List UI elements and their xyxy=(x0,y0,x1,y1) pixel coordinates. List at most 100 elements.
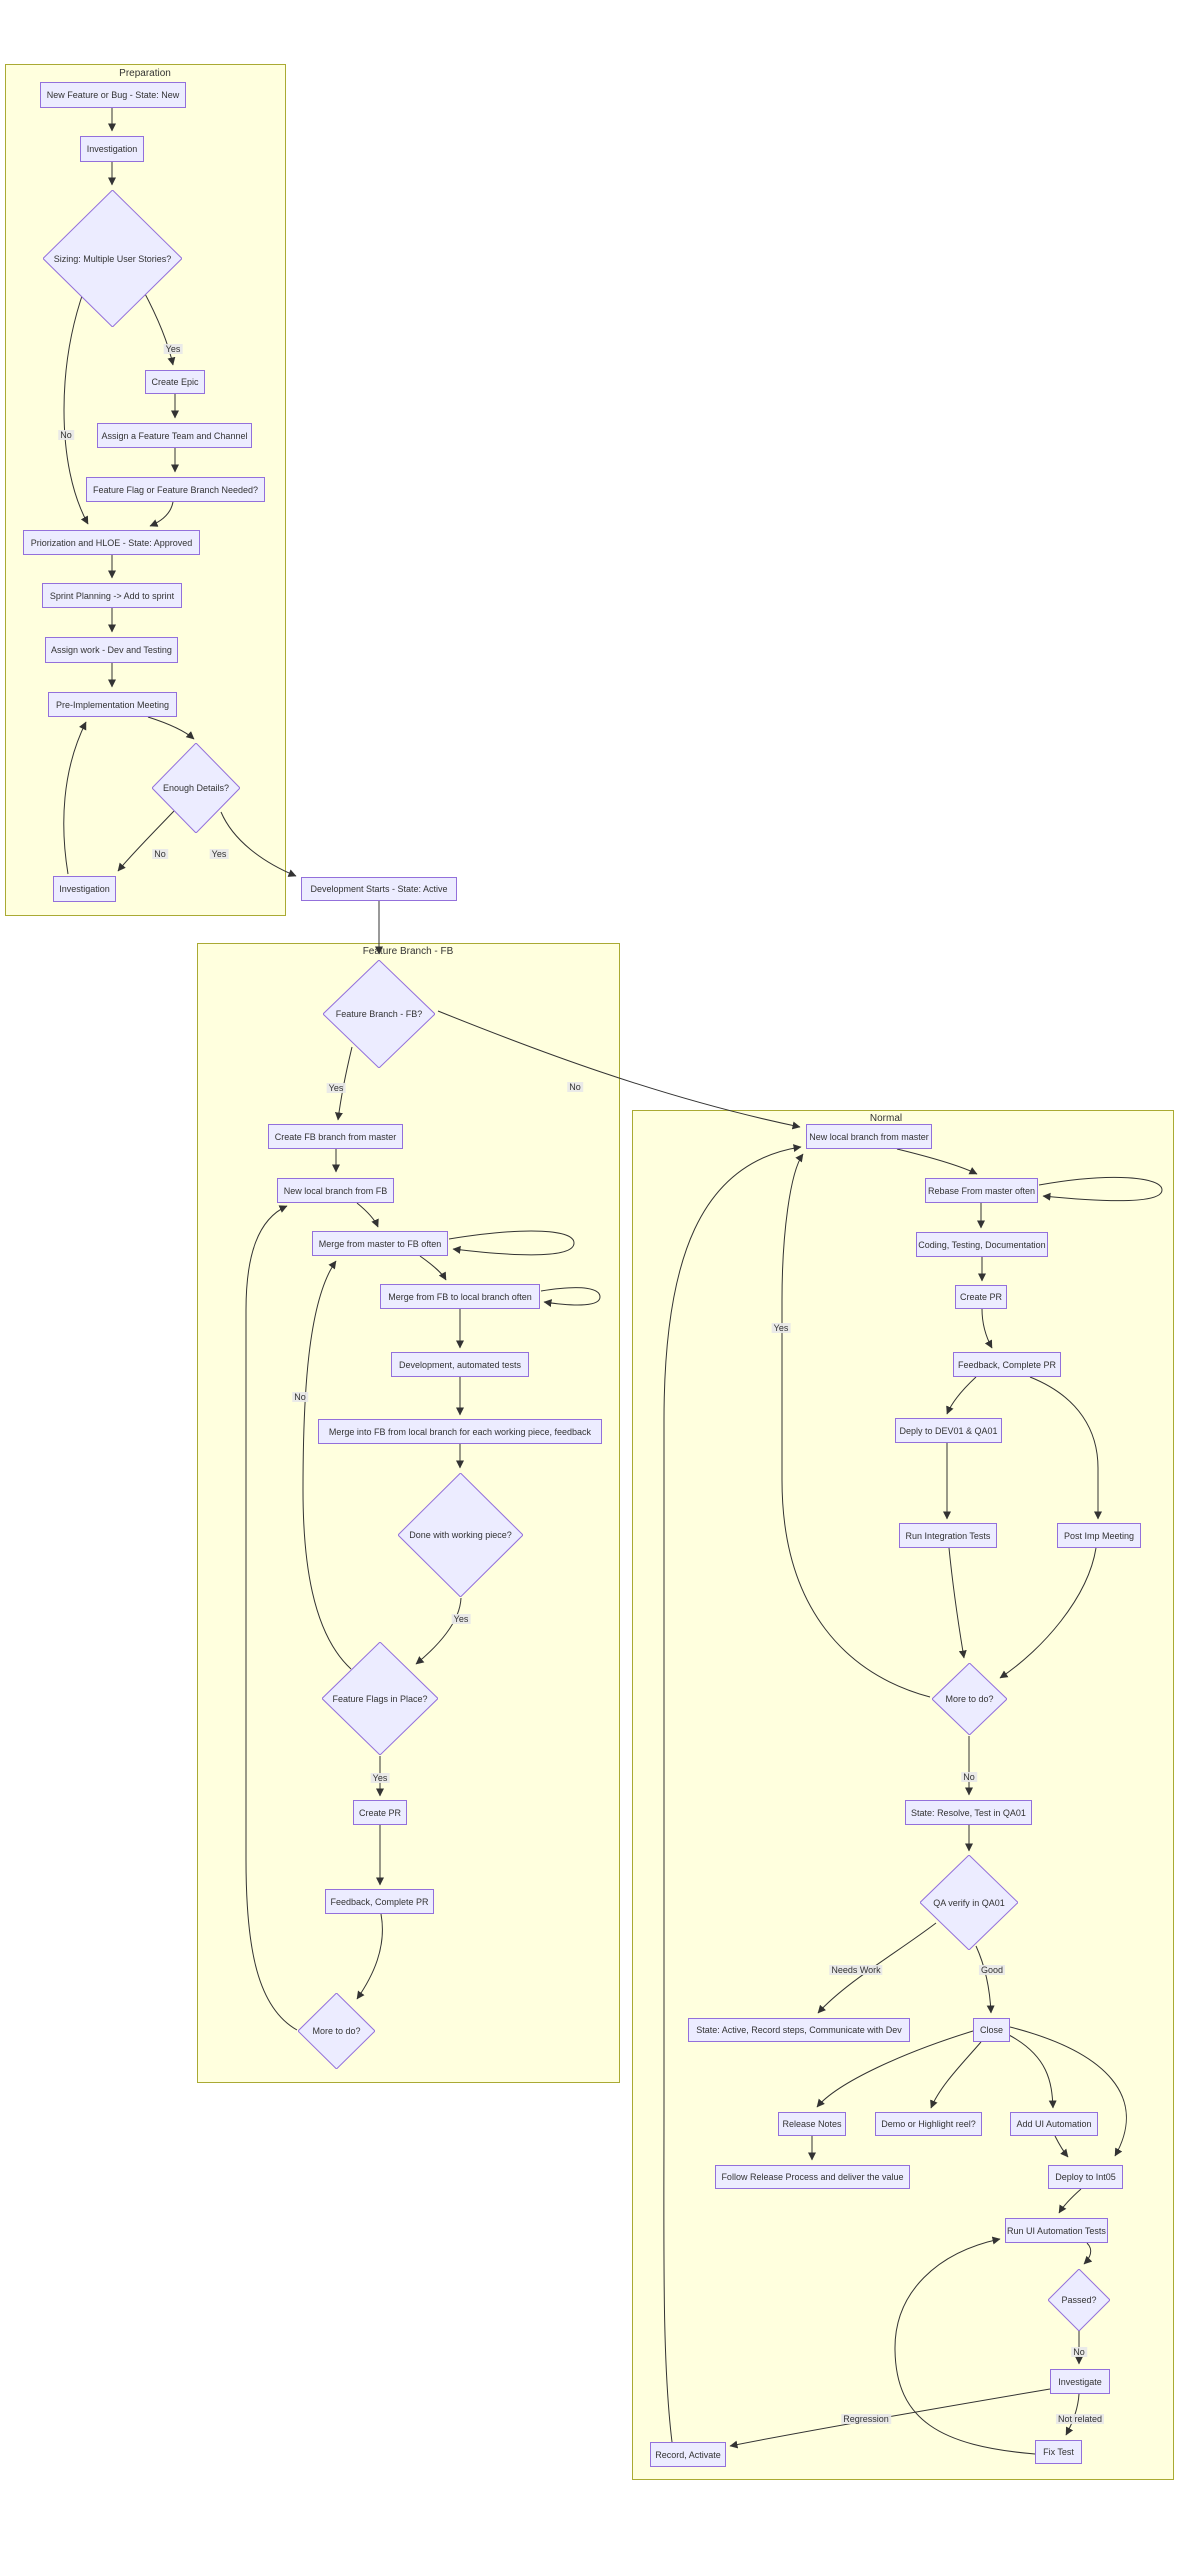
node-label: Run UI Automation Tests xyxy=(1007,2225,1106,2236)
edge-label-done-yes: Yes xyxy=(451,1614,471,1624)
node-label: Deply to DEV01 & QA01 xyxy=(899,1425,998,1436)
node-label: Close xyxy=(979,2025,1003,2035)
node-feature-flags: Feature Flags in Place? xyxy=(322,1642,438,1755)
edge-label-sizing-no: No xyxy=(58,430,74,440)
node-label: QA verify in QA01 xyxy=(933,1897,1005,1908)
node-coding-testing: Coding, Testing, Documentation xyxy=(916,1232,1048,1257)
node-label: Merge into FB from local branch for each… xyxy=(328,1426,592,1437)
edge-label-regression: Regression xyxy=(841,2414,891,2424)
node-label: More to do? xyxy=(312,2026,361,2036)
node-label: Create PR xyxy=(358,1807,402,1818)
node-label: Run Integration Tests xyxy=(905,1530,991,1541)
node-feedback-pr-fb: Feedback, Complete PR xyxy=(325,1889,434,1914)
diamond-shape-icon xyxy=(152,743,240,833)
node-assign-team: Assign a Feature Team and Channel xyxy=(97,423,252,448)
node-done-working: Done with working piece? xyxy=(398,1473,523,1597)
node-label: Follow Release Process and deliver the v… xyxy=(721,2172,904,2182)
node-label: Create FB branch from master xyxy=(274,1131,397,1142)
node-assign-work: Assign work - Dev and Testing xyxy=(45,637,178,663)
node-merge-into-fb: Merge into FB from local branch for each… xyxy=(318,1419,602,1444)
node-qa-verify: QA verify in QA01 xyxy=(920,1855,1018,1950)
edge-label-good: Good xyxy=(978,1965,1006,1975)
diamond-shape-icon xyxy=(298,1993,375,2069)
diamond-shape-icon xyxy=(398,1473,523,1597)
diamond-shape-icon xyxy=(323,960,435,1068)
node-deploy-dev01: Deply to DEV01 & QA01 xyxy=(895,1418,1002,1443)
node-fb-question: Feature Branch - FB? xyxy=(323,960,435,1068)
cluster-normal xyxy=(632,1110,1174,2480)
node-label: Feature Branch - FB? xyxy=(335,1009,423,1019)
cluster-title-feature-branch: Feature Branch - FB xyxy=(362,946,454,957)
edge-label-more-yes: Yes xyxy=(771,1323,791,1333)
edge-label-sizing-yes: Yes xyxy=(163,344,183,354)
node-new-local-master: New local branch from master xyxy=(806,1124,932,1149)
node-label: Enough Details? xyxy=(162,783,230,793)
node-pre-impl: Pre-Implementation Meeting xyxy=(48,692,177,717)
edge-label-flags-yes: Yes xyxy=(370,1773,390,1783)
node-more-to-do-n: More to do? xyxy=(932,1663,1007,1735)
node-label: Investigate xyxy=(1058,2376,1102,2387)
node-dev-auto-tests: Development, automated tests xyxy=(391,1352,529,1377)
cluster-title-preparation: Preparation xyxy=(119,68,171,79)
edge-label-details-no: No xyxy=(152,849,168,859)
node-post-imp: Post Imp Meeting xyxy=(1057,1523,1141,1548)
node-state-active-record: State: Active, Record steps, Communicate… xyxy=(688,2018,910,2042)
node-new-feature: New Feature or Bug - State: New xyxy=(40,82,186,108)
node-new-local-fb: New local branch from FB xyxy=(277,1178,394,1203)
node-investigation-2: Investigation xyxy=(53,876,116,902)
diamond-shape-icon xyxy=(920,1855,1018,1950)
node-label: Pre-Implementation Meeting xyxy=(55,699,170,710)
node-enough-details: Enough Details? xyxy=(152,743,240,833)
node-label: New local branch from master xyxy=(809,1131,929,1142)
node-run-ui-tests: Run UI Automation Tests xyxy=(1005,2218,1108,2243)
node-sizing: Sizing: Multiple User Stories? xyxy=(43,190,182,327)
node-label: Add UI Automation xyxy=(1016,2119,1092,2129)
edge-label-needs-work: Needs Work xyxy=(829,1965,883,1975)
edge-label-not-related: Not related xyxy=(1055,2414,1105,2424)
node-rebase-master: Rebase From master often xyxy=(925,1178,1038,1203)
node-label: Investigation xyxy=(86,144,138,154)
node-label: Post Imp Meeting xyxy=(1063,1530,1135,1541)
node-label: State: Resolve, Test in QA01 xyxy=(911,1807,1026,1818)
node-investigate: Investigate xyxy=(1050,2369,1110,2394)
node-record-activate: Record, Activate xyxy=(650,2442,726,2467)
edge-label-passed-no: No xyxy=(1071,2347,1087,2357)
node-dev-starts: Development Starts - State: Active xyxy=(301,877,457,901)
node-label: Assign a Feature Team and Channel xyxy=(101,430,248,441)
node-label: Passed? xyxy=(1061,2295,1097,2305)
node-create-epic: Create Epic xyxy=(145,370,205,394)
node-label: Investigation xyxy=(59,884,110,894)
node-label: Development Starts - State: Active xyxy=(310,884,448,894)
node-merge-master-fb: Merge from master to FB often xyxy=(312,1231,448,1256)
edge-label-flags-no: No xyxy=(292,1392,308,1402)
node-label: More to do? xyxy=(945,1694,994,1704)
node-add-ui-automation: Add UI Automation xyxy=(1010,2112,1098,2136)
node-deploy-int05: Deploy to Int05 xyxy=(1048,2165,1123,2189)
node-label: Rebase From master often xyxy=(927,1185,1036,1196)
node-label: Done with working piece? xyxy=(409,1530,512,1540)
node-label: Sprint Planning -> Add to sprint xyxy=(49,590,175,601)
node-merge-fb-local: Merge from FB to local branch often xyxy=(380,1284,540,1309)
node-fix-test: Fix Test xyxy=(1035,2440,1082,2464)
node-passed: Passed? xyxy=(1048,2269,1110,2331)
node-close: Close xyxy=(973,2018,1010,2042)
node-label: Fix Test xyxy=(1043,2447,1074,2457)
node-label: New Feature or Bug - State: New xyxy=(46,90,180,100)
node-release-notes: Release Notes xyxy=(778,2112,846,2136)
node-label: Create PR xyxy=(959,1292,1003,1302)
node-label: State: Active, Record steps, Communicate… xyxy=(696,2025,902,2035)
node-investigation-1: Investigation xyxy=(80,136,144,162)
cluster-title-normal: Normal xyxy=(869,1113,903,1124)
node-label: Deploy to Int05 xyxy=(1055,2172,1116,2182)
node-label: Feedback, Complete PR xyxy=(330,1896,429,1907)
node-run-integration: Run Integration Tests xyxy=(899,1523,997,1548)
node-flag-needed: Feature Flag or Feature Branch Needed? xyxy=(86,477,265,502)
edge-label-details-yes: Yes xyxy=(209,849,229,859)
node-state-resolve: State: Resolve, Test in QA01 xyxy=(905,1800,1032,1825)
node-follow-release: Follow Release Process and deliver the v… xyxy=(715,2165,910,2189)
node-create-pr-n: Create PR xyxy=(955,1285,1007,1309)
node-label: Assign work - Dev and Testing xyxy=(51,645,172,655)
node-label: Coding, Testing, Documentation xyxy=(918,1239,1046,1250)
